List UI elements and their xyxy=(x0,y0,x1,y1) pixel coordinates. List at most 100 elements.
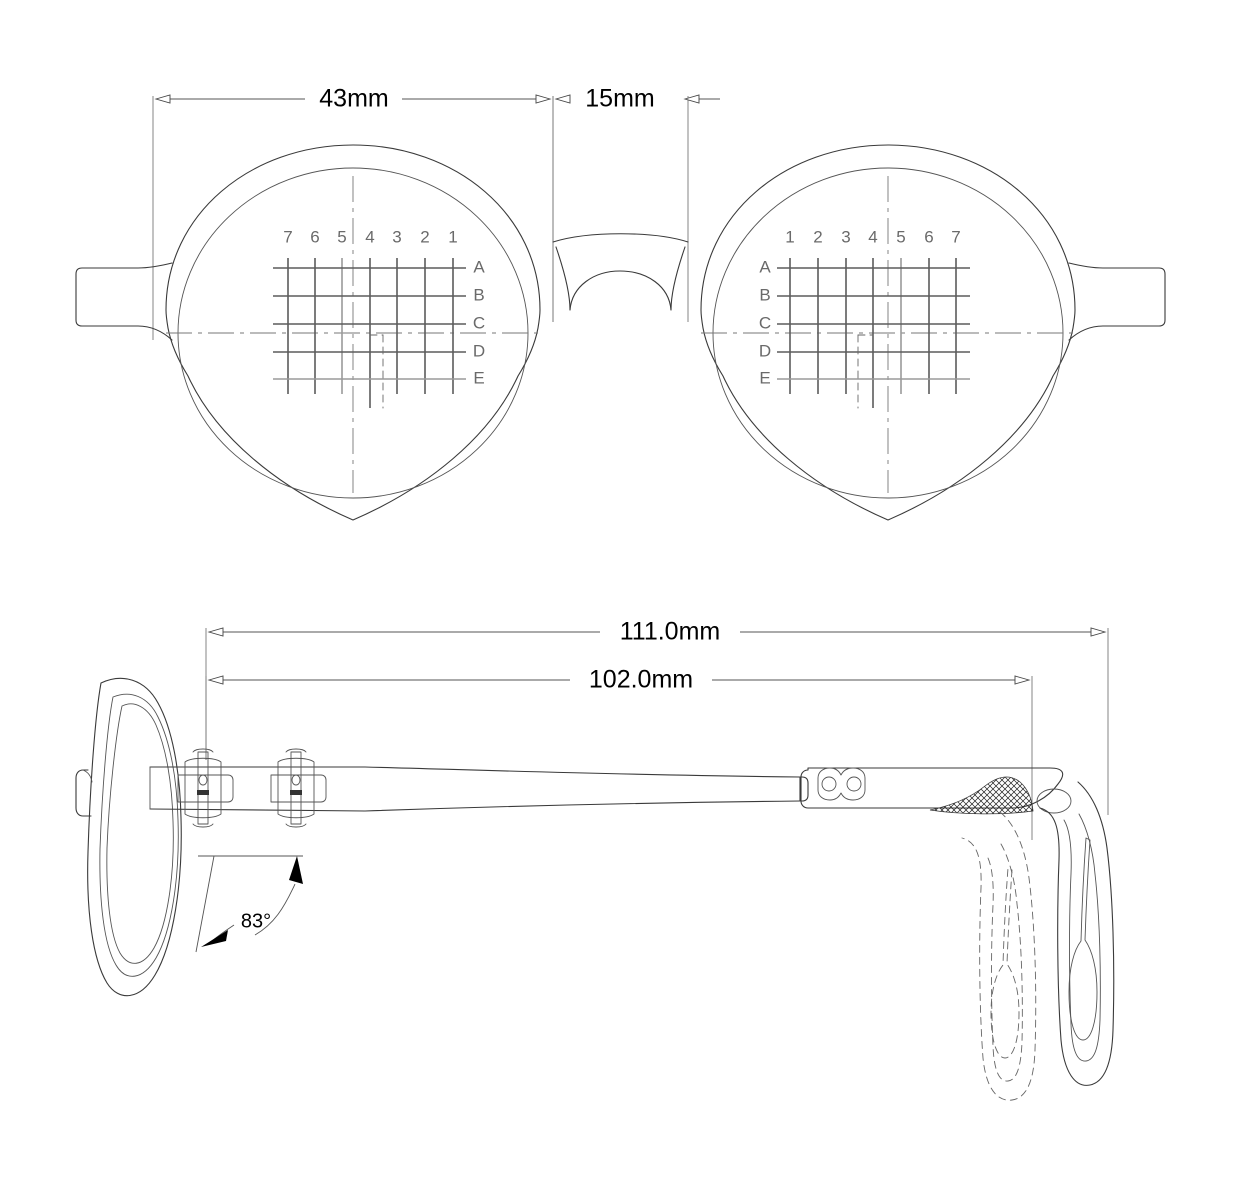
left-endpiece-tab xyxy=(75,262,173,341)
arrowhead-102-left xyxy=(207,675,224,685)
temple-tip-near xyxy=(1039,781,1115,1086)
left-grid-col-label-1: 1 xyxy=(448,227,457,246)
bridge-right-inner xyxy=(670,246,686,311)
hinge-right-plate xyxy=(270,774,327,803)
temple-arm xyxy=(149,766,801,812)
temple-bend-hole xyxy=(1036,788,1072,814)
bridge-lower-arch xyxy=(569,270,672,311)
right-grid-col-label-7: 7 xyxy=(951,227,960,246)
angle-arc-upper xyxy=(254,883,296,936)
temple-tip-far-outer xyxy=(961,811,1037,1101)
angle-label-83: 83° xyxy=(241,910,271,932)
arrowhead-bridge-right xyxy=(683,94,700,104)
bridge-top-edge xyxy=(552,233,689,243)
right-frame-outer-rim xyxy=(700,144,1076,521)
right-grid-row-label-A: A xyxy=(759,257,771,276)
hinge-right-screw-shaft xyxy=(290,751,302,825)
left-grid-col-label-2: 2 xyxy=(420,227,429,246)
left-grid-row-label-B: B xyxy=(473,285,484,304)
hinge-right-body xyxy=(277,757,315,819)
arrowhead-102-right xyxy=(1014,675,1031,685)
dimension-label-temple-length: 102.0mm xyxy=(589,666,693,694)
right-grid-row-label-C: C xyxy=(759,313,771,332)
bridge-left-inner xyxy=(555,246,571,311)
double-eyelet-outline xyxy=(817,767,866,801)
right-grid-col-label-4: 4 xyxy=(868,227,877,246)
arrowhead-right xyxy=(535,94,552,104)
left-grid-col-label-3: 3 xyxy=(392,227,401,246)
side-lens-outer-edge xyxy=(87,677,182,997)
right-lens-grid: 1 2 3 4 5 6 7 A B C D E xyxy=(759,227,970,409)
right-grid-col-label-6: 6 xyxy=(924,227,933,246)
left-grid-col-label-5: 5 xyxy=(337,227,346,246)
hinge-left-screw-slot xyxy=(197,790,209,795)
left-grid-col-label-7: 7 xyxy=(283,227,292,246)
dimension-lens-width: 43mm xyxy=(152,85,554,340)
right-grid-row-label-B: B xyxy=(759,285,770,304)
left-grid-row-label-E: E xyxy=(473,368,484,387)
temple-tip-near-groove xyxy=(1068,837,1098,1041)
hinge-left-screw-head xyxy=(198,774,208,786)
hinge-left-cap-top xyxy=(192,748,214,753)
hinge-left-plate xyxy=(177,774,234,803)
dimension-overall-length: 111.0mm xyxy=(205,618,1109,815)
bridge xyxy=(552,233,689,311)
right-grid-col-label-1: 1 xyxy=(785,227,794,246)
front-view: 43mm 15mm xyxy=(75,85,1166,521)
arrowhead-111-right xyxy=(1090,627,1107,637)
side-lens-inner-edge xyxy=(99,693,179,977)
left-grid-row-label-D: D xyxy=(473,341,485,360)
right-grid-col-label-2: 2 xyxy=(813,227,822,246)
right-grid-row-label-E: E xyxy=(759,368,770,387)
temple-arm-bottom-edge xyxy=(149,800,801,812)
nose-pad-stub xyxy=(75,769,92,817)
right-grid-col-label-5: 5 xyxy=(896,227,905,246)
angle-arrowhead-top xyxy=(289,856,303,884)
arrowhead-111-left xyxy=(207,627,224,637)
angle-arrowhead-bottom xyxy=(201,930,228,947)
hinge-assembly-right xyxy=(270,748,327,828)
hinge-left-body xyxy=(184,757,222,819)
temple-tip-near-inner xyxy=(1063,813,1101,1062)
left-grid-row-label-A: A xyxy=(473,257,485,276)
hinge-left-cap-bottom xyxy=(192,823,214,828)
hatched-wedge-fill xyxy=(929,776,1034,815)
left-lens-grid: 7 6 5 4 3 2 1 A B C D E xyxy=(273,227,485,409)
side-lens-bevel-line xyxy=(106,703,174,964)
dimension-temple-length: 102.0mm xyxy=(205,666,1033,840)
angle-annotation-83: 83° xyxy=(195,855,303,953)
left-grid-row-label-C: C xyxy=(473,313,485,332)
temple-tip-far xyxy=(961,811,1037,1101)
hinge-right-cap-bottom xyxy=(285,823,307,828)
left-grid-col-label-4: 4 xyxy=(365,227,374,246)
dimension-label-lens-width: 43mm xyxy=(319,85,388,113)
hinge-right-screw-slot xyxy=(290,790,302,795)
eyelet-hole-2 xyxy=(846,776,862,792)
dimension-label-bridge-width: 15mm xyxy=(585,85,654,113)
dimension-label-overall-length: 111.0mm xyxy=(620,618,721,646)
right-grid-row-label-D: D xyxy=(759,341,771,360)
side-view: 111.0mm 102.0mm xyxy=(75,618,1115,1101)
hinge-assembly-left xyxy=(177,748,234,828)
left-frame-outer-rim xyxy=(165,144,541,521)
left-grid-col-label-6: 6 xyxy=(310,227,319,246)
temple-tip-far-inner xyxy=(985,843,1023,1082)
eyelet-hole-1 xyxy=(821,776,837,792)
hinge-right-cap-top xyxy=(285,748,307,753)
nose-pad-stub-edge xyxy=(82,769,93,783)
hinge-left-screw-shaft xyxy=(197,751,209,825)
angle-reference-slope xyxy=(195,855,215,953)
arrowhead-left xyxy=(154,94,171,104)
temple-tip-far-groove xyxy=(990,867,1020,1059)
right-grid-col-label-3: 3 xyxy=(841,227,850,246)
temple-end-block-outline xyxy=(799,776,809,802)
side-lens-rim xyxy=(87,677,182,997)
right-endpiece-tab xyxy=(1068,262,1166,341)
hatched-section xyxy=(929,776,1034,815)
hinge-right-screw-head xyxy=(291,774,301,786)
temple-tip-near-outer xyxy=(1039,781,1115,1086)
arrowhead-bridge-left xyxy=(554,94,571,104)
dimension-bridge-width: 15mm xyxy=(552,85,720,322)
